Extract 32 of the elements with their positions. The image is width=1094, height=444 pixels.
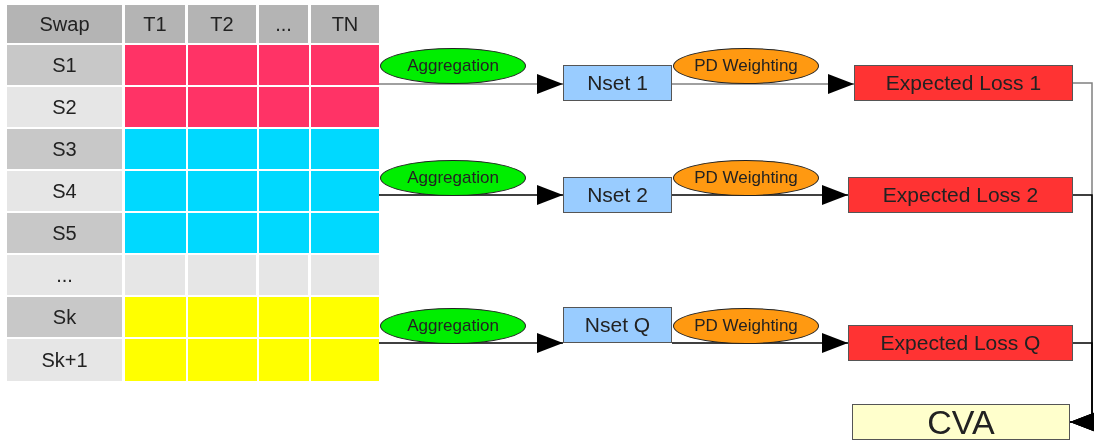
column-header: T2 <box>188 5 256 43</box>
process-box: Expected Loss Q <box>848 325 1073 361</box>
process-box: Nset Q <box>563 307 672 343</box>
row-header: Sk+1 <box>7 339 122 381</box>
row-header: S4 <box>7 171 122 211</box>
edge-label: PD Weighting <box>673 308 819 344</box>
arrow <box>378 74 564 94</box>
row-header: ... <box>7 255 122 295</box>
process-box: Nset 1 <box>563 65 672 101</box>
edge-label: Aggregation <box>380 48 526 84</box>
process-box: Nset 2 <box>563 177 672 213</box>
column-header: Swap <box>7 5 122 43</box>
colored-block <box>125 297 379 381</box>
result-box: CVA <box>852 404 1070 440</box>
column-header: T1 <box>125 5 185 43</box>
edge-label: PD Weighting <box>673 160 819 196</box>
process-box: Expected Loss 2 <box>848 177 1073 213</box>
colored-block <box>125 129 379 253</box>
row-header: S1 <box>7 45 122 85</box>
row-header: Sk <box>7 297 122 337</box>
arrow <box>1069 342 1094 432</box>
arrow <box>671 74 855 94</box>
column-header: ... <box>259 5 308 43</box>
row-header: S2 <box>7 87 122 127</box>
edge-label: Aggregation <box>380 308 526 344</box>
row-header: S5 <box>7 213 122 253</box>
row-header: S3 <box>7 129 122 169</box>
colored-block <box>125 45 379 127</box>
edge-label: Aggregation <box>380 160 526 196</box>
edge-label: PD Weighting <box>673 48 819 84</box>
column-header: TN <box>311 5 379 43</box>
process-box: Expected Loss 1 <box>854 65 1073 101</box>
